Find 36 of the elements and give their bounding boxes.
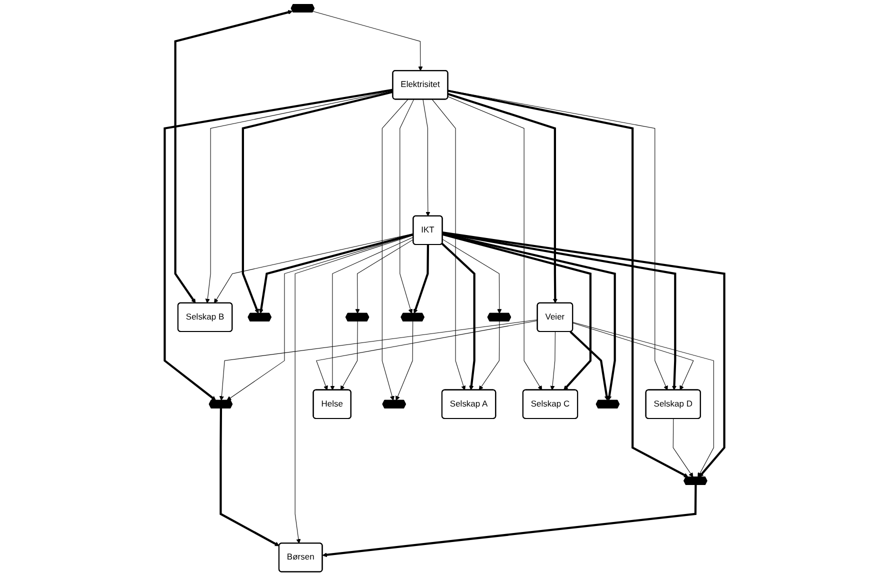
- arrow: [400, 99, 414, 314]
- arrow: [258, 233, 414, 314]
- arrow: [340, 321, 358, 390]
- arrow: [205, 90, 394, 304]
- arrow: [570, 330, 609, 401]
- arrow: [441, 242, 476, 390]
- arrow: [432, 99, 466, 390]
- arrow: [396, 321, 414, 401]
- arrow: [382, 99, 408, 401]
- arrow: [413, 244, 430, 314]
- arrow: [448, 93, 558, 304]
- arrow: [672, 418, 694, 478]
- arrow: [448, 96, 542, 390]
- arrow: [572, 322, 714, 478]
- arrow: [442, 233, 592, 390]
- arrow: [478, 321, 500, 390]
- arrow: [226, 234, 414, 401]
- arrow: [322, 485, 697, 558]
- arrow: [572, 322, 694, 390]
- arrow: [355, 239, 414, 314]
- arrow: [164, 88, 394, 401]
- arrow: [442, 239, 502, 314]
- arrow: [330, 236, 414, 390]
- arrow: [448, 90, 668, 390]
- arrow: [312, 11, 423, 72]
- arrow: [316, 320, 538, 390]
- arrow: [174, 10, 293, 304]
- arrow: [242, 90, 394, 314]
- arrow: [422, 99, 430, 216]
- arrow: [550, 332, 556, 390]
- arrow: [219, 320, 538, 401]
- arrow: [294, 234, 414, 544]
- arrow: [220, 408, 280, 546]
- arrow: [448, 90, 688, 478]
- arrow: [442, 232, 616, 401]
- arrow: [442, 232, 726, 478]
